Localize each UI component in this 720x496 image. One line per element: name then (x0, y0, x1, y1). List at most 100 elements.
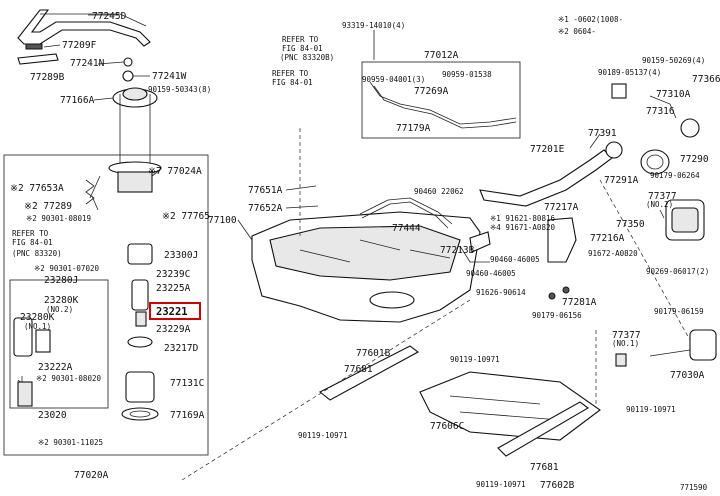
label-77366: 77366 (692, 74, 720, 85)
label-77024A: ※7 77024A (148, 166, 202, 177)
footer-code: 771590 (680, 483, 708, 492)
label-77213B: 77213B (440, 245, 475, 256)
vent-tube-77012A (369, 81, 517, 129)
label-90189-05137: 90189-05137(4) (598, 68, 661, 77)
label-77310A: 77310A (656, 89, 691, 100)
filter-23280K (13, 317, 51, 407)
band-77601B (318, 345, 420, 401)
label-77651A: 77651A (248, 185, 283, 196)
clip-77209F (25, 43, 43, 50)
label-93319: 93319-14010(4) (342, 21, 405, 30)
label-fig-mid2: FIG 84-01 (272, 78, 313, 87)
label-77100: 77100 (208, 215, 237, 226)
sender-77024A (89, 161, 162, 211)
label-90959-01538: 90959-01538 (442, 70, 492, 79)
fuel-tank-77100 (251, 211, 481, 323)
label-90179-06159: 90179-06159 (654, 307, 704, 316)
label-23217D: 23217D (164, 343, 199, 354)
cover-77350 (665, 199, 705, 241)
label-91621: ※1 91621-80816 (490, 214, 555, 223)
label-pnc-left: (PNC 83320) (12, 249, 62, 258)
filler-pipe-77201E (479, 141, 670, 207)
label-90119-10971d: 90119-10971 (476, 480, 526, 489)
label-77131C: 77131C (170, 378, 204, 389)
label-23300J: 23300J (164, 250, 198, 261)
label-23020: 23020 (38, 410, 67, 421)
label-77209F: 77209F (62, 40, 97, 51)
plate-77166A (112, 87, 158, 170)
label-77606C: 77606C (430, 421, 464, 432)
label-90179-06156: 90179-06156 (532, 311, 582, 320)
band-77602B (497, 401, 589, 457)
lock-77310A (611, 83, 700, 138)
label-no2: (NO.2) (46, 305, 73, 314)
canister-77030A (615, 329, 717, 367)
label-90959-04001: 90959-04001(3) (362, 75, 425, 84)
label-77030A: 77030A (670, 370, 705, 381)
label-pnc-mid: (PNC 83320B) (280, 53, 334, 62)
label-77601B: 77601B (356, 348, 391, 359)
label-91672: 91672-A0820 (588, 249, 638, 258)
label-refer-mid2: REFER TO (272, 69, 309, 78)
label-77216A: 77216A (590, 233, 625, 244)
label-91626: 91626-90614 (476, 288, 526, 297)
label-77444: 77444 (392, 223, 421, 234)
assembly-box-23020 (9, 279, 109, 409)
label-77377-no1: (NO.1) (612, 339, 639, 348)
label-77350: 77350 (616, 219, 645, 230)
label-77316: 77316 (646, 106, 675, 117)
label-77012A: 77012A (424, 50, 459, 61)
label-77281A: 77281A (562, 297, 597, 308)
label-refer-left: REFER TO (12, 229, 49, 238)
clamp-77241W (122, 70, 134, 82)
label-90119-10971b: 90119-10971 (298, 431, 348, 440)
label-77681b: 77681 (530, 462, 559, 473)
evap-tube-77444 (359, 197, 453, 229)
label-23229A: 23229A (156, 324, 191, 335)
label-77241W: 77241W (152, 71, 187, 82)
label-23225A: 23225A (156, 283, 191, 294)
label-fig-left: FIG 84-01 (12, 238, 53, 247)
label-77179A: 77179A (396, 123, 431, 134)
label-77289B: 77289B (30, 72, 65, 83)
clamp-77241N (123, 57, 133, 67)
label-90460-46005a: 90460-46005 (490, 255, 540, 264)
label-77765: ※2 77765 (162, 211, 210, 222)
label-no1: (NO.1) (24, 322, 51, 331)
label-77391: 77391 (588, 128, 617, 139)
spring-77289 (85, 179, 95, 205)
label-77377-top: 77377 (648, 191, 677, 202)
label-77653A: ※2 77653A (10, 183, 64, 194)
label-77201E: 77201E (530, 144, 565, 155)
label-90159-50269: 90159-50269(4) (642, 56, 705, 65)
label-77377-no2: (NO.2) (646, 200, 673, 209)
label-90119-10971a: 90119-10971 (450, 355, 500, 364)
label-fig-mid: FIG 84-01 (282, 44, 323, 53)
label-90460-46005b: 90460-46005 (466, 269, 516, 278)
legend-line-2: ※2 0604- (558, 27, 596, 36)
assembly-box-77020A (3, 154, 209, 456)
label-23280K: 23280K (20, 312, 55, 323)
label-90179-06264: 90179-06264 (650, 171, 700, 180)
fuel-tube-assembly (17, 9, 151, 47)
label-77291A: 77291A (604, 175, 639, 186)
label-23221-highlighted[interactable]: 23221 (156, 306, 188, 318)
label-77241N: 77241N (70, 58, 105, 69)
label-77245D: 77245D (92, 11, 127, 22)
legend-line-1: ※1 -0602(1008- (558, 15, 623, 24)
label-90301-07020: ※2 90301-07020 (34, 264, 99, 273)
label-23239C: 23239C (156, 269, 190, 280)
label-90301-08020: ※2 90301-08020 (36, 374, 101, 383)
label-77377: 77377 (612, 330, 641, 341)
label-77290: 77290 (680, 154, 709, 165)
label-90269-06017: 90269-06017(2) (646, 267, 709, 276)
highlight-box-23221 (149, 302, 201, 320)
label-90301-11025: ※2 90301-11025 (38, 438, 103, 447)
hose-77213B (459, 231, 491, 263)
assembly-box-77012A (361, 61, 521, 139)
label-90119-10971c: 90119-10971 (626, 405, 676, 414)
label-23222A: 23222A (38, 362, 73, 373)
label-90460-22062: 90460 22062 (414, 187, 464, 196)
